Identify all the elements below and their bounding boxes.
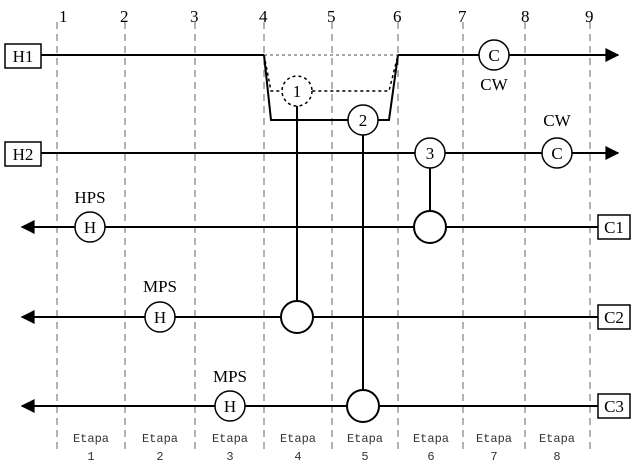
interval-label-6: 6 — [393, 7, 402, 26]
stage-7-word: Etapa — [476, 432, 512, 446]
c2-heater: H MPS — [143, 277, 177, 333]
stage-3-word: Etapa — [212, 432, 248, 446]
interval-label-5: 5 — [327, 7, 336, 26]
exchanger-1-label: 1 — [293, 82, 302, 101]
c1-heater-symbol: H — [84, 218, 96, 237]
stream-label-h1-text: H1 — [13, 47, 34, 66]
interval-label-9: 9 — [585, 7, 594, 26]
exchanger-3-label: 3 — [426, 144, 435, 163]
stage-4-number: 4 — [294, 450, 301, 464]
c2-heater-utility-label: MPS — [143, 277, 177, 296]
stage-1-word: Etapa — [73, 432, 109, 446]
interval-lines — [56, 22, 591, 452]
stage-4-word: Etapa — [280, 432, 316, 446]
stage-8-number: 8 — [553, 450, 560, 464]
stage-1-number: 1 — [87, 450, 94, 464]
stream-label-c3: C3 — [597, 393, 631, 419]
interval-label-7: 7 — [458, 7, 467, 26]
stage-7-number: 7 — [490, 450, 497, 464]
h1-cooler: C CW — [478, 39, 510, 94]
exchanger-3: 3 — [414, 137, 446, 169]
interval-label-2: 2 — [120, 7, 129, 26]
stage-6-number: 6 — [427, 450, 434, 464]
c3-heater-utility-label: MPS — [213, 367, 247, 386]
stage-6-word: Etapa — [413, 432, 449, 446]
interval-label-8: 8 — [521, 7, 530, 26]
stream-label-c2: C2 — [597, 304, 631, 330]
stream-label-c3-text: C3 — [604, 397, 624, 416]
stage-2-word: Etapa — [142, 432, 178, 446]
exchanger-2: 2 — [347, 104, 379, 136]
stream-label-h2-text: H2 — [13, 145, 34, 164]
h1-cooler-symbol: C — [488, 46, 499, 65]
exchanger-2-cold-side — [346, 389, 380, 423]
stream-label-h2: H2 — [4, 141, 42, 167]
stream-label-c1-text: C1 — [604, 218, 624, 237]
exchanger-1: 1 — [281, 75, 313, 107]
stage-5-word: Etapa — [347, 432, 383, 446]
stream-label-c1: C1 — [597, 214, 631, 240]
stage-3-number: 3 — [226, 450, 233, 464]
c3-heater: H MPS — [213, 367, 247, 422]
stage-8-word: Etapa — [539, 432, 575, 446]
stream-h1 — [41, 48, 620, 121]
h1-split-branch-2 — [263, 54, 399, 121]
interval-label-4: 4 — [259, 7, 268, 26]
exchanger-1-cold-side — [280, 300, 314, 334]
h2-cooler-utility-label: CW — [543, 111, 571, 130]
stream-label-c2-text: C2 — [604, 308, 624, 327]
stage-5-number: 5 — [361, 450, 368, 464]
stage-2-number: 2 — [156, 450, 163, 464]
exchanger-3-cold-side — [413, 210, 447, 244]
c3-heater-symbol: H — [224, 397, 236, 416]
c2-heater-symbol: H — [154, 308, 166, 327]
h2-cooler: C CW — [541, 111, 573, 169]
h1-cooler-utility-label: CW — [480, 75, 508, 94]
c1-heater: H HPS — [74, 188, 106, 243]
h1-split-branch-1 — [263, 54, 399, 92]
stream-label-h1: H1 — [4, 43, 42, 69]
h2-cooler-symbol: C — [551, 144, 562, 163]
c1-heater-utility-label: HPS — [74, 188, 105, 207]
exchanger-2-label: 2 — [359, 111, 368, 130]
interval-label-1: 1 — [59, 7, 68, 26]
interval-label-3: 3 — [190, 7, 199, 26]
